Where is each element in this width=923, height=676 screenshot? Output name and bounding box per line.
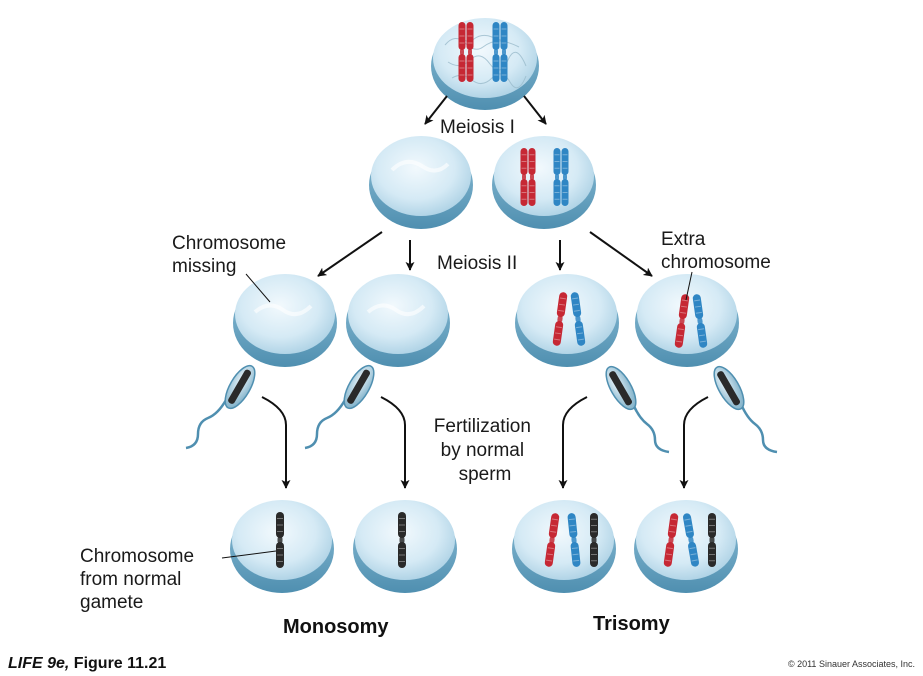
meiosis2-cell-1	[233, 274, 337, 367]
meiosis2-cell-4	[635, 274, 739, 367]
figure-credit: LIFE 9e, Figure 11.21	[8, 655, 166, 672]
fertilization-line-2: by normal	[441, 440, 524, 461]
meiosis2-cell-2	[346, 274, 450, 367]
sperm-1	[185, 364, 256, 450]
sperm-2	[304, 364, 375, 450]
z3-red-chromosome	[544, 513, 560, 567]
copyright-notice: © 2011 Sinauer Associates, Inc.	[788, 659, 915, 669]
zygote-cell-2	[353, 500, 457, 593]
normal-gamete-line-3: gamete	[80, 592, 143, 613]
figure-credit-number: Figure 11.21	[69, 655, 166, 672]
sperm-3	[605, 365, 670, 454]
extra-chromosome-line-2: chromosome	[661, 252, 771, 273]
m1-blue-chromosome-a	[553, 148, 561, 206]
figure-credit-italic: LIFE 9e,	[8, 655, 69, 672]
trisomy-label: Trisomy	[593, 613, 671, 635]
z3-sperm-chromosome	[590, 513, 598, 567]
extra-chromosome-label: Extra chromosome	[661, 229, 771, 273]
m1-red-chromosome-a	[520, 148, 528, 206]
sperm-4	[713, 365, 778, 454]
m2c3-red-chromatid	[552, 292, 568, 346]
meiosis1-cell-left	[369, 136, 473, 229]
chromosome-missing-line-1: Chromosome	[172, 233, 286, 254]
parent-blue-chromosome-b	[500, 22, 508, 82]
m1-red-chromosome-b	[528, 148, 536, 206]
chromosome-layer	[276, 22, 716, 568]
meiosis2-arrows	[317, 231, 653, 277]
z4-red-chromosome	[663, 513, 679, 567]
meiosis-2-label: Meiosis II	[437, 253, 517, 274]
normal-gamete-line-1: Chromosome	[80, 546, 194, 567]
fertilization-line-3: sperm	[459, 464, 512, 485]
z2-sperm-chromosome	[398, 512, 406, 568]
meiosis2-cell-3	[515, 274, 619, 367]
zygote-cell-3	[512, 500, 616, 593]
chromosome-missing-leader	[245, 273, 271, 303]
m2c4-blue-chromatid	[692, 294, 708, 348]
m2c4-red-chromatid	[674, 294, 690, 348]
parent-red-chromosome-a	[458, 22, 466, 82]
chromosome-missing-line-2: missing	[172, 256, 236, 277]
fertilization-arrows	[261, 396, 709, 489]
z3-blue-chromosome	[567, 513, 581, 567]
z1-sperm-chromosome	[276, 512, 284, 568]
m1-blue-chromosome-b	[561, 148, 569, 206]
monosomy-label: Monosomy	[283, 616, 389, 638]
extra-chromosome-leader	[685, 271, 693, 301]
normal-gamete-line-2: from normal	[80, 569, 181, 590]
meiosis1-arrows	[424, 95, 547, 125]
fertilization-line-1: Fertilization	[434, 416, 531, 437]
parent-red-chromosome-b	[466, 22, 474, 82]
m2c3-blue-chromatid	[570, 292, 586, 346]
z4-sperm-chromosome	[708, 513, 716, 567]
meiosis-1-label: Meiosis I	[440, 117, 515, 138]
chromosome-missing-label: Chromosome missing	[172, 233, 291, 277]
extra-chromosome-line-1: Extra	[661, 229, 706, 250]
meiosis1-cell-right	[492, 136, 596, 229]
normal-gamete-leader	[221, 550, 277, 559]
normal-gamete-label: Chromosome from normal gamete	[80, 546, 199, 613]
z4-blue-chromosome	[683, 513, 699, 567]
fertilization-label: Fertilization by normal sperm	[434, 416, 536, 485]
parent-blue-chromosome-a	[492, 22, 500, 82]
